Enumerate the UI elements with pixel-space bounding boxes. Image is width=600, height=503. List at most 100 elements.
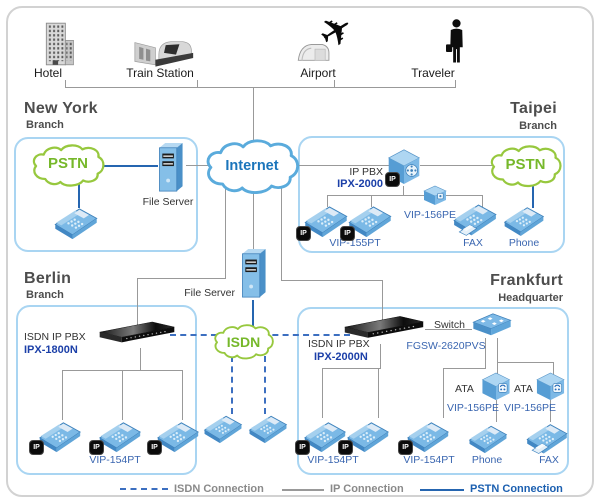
phone-icon-frankfurt [469, 425, 507, 454]
ip-badge: IP [385, 172, 400, 187]
line-airport-stub [334, 80, 335, 87]
airport-label: Airport [300, 66, 336, 80]
line-down-to-berlin-pbx [137, 278, 138, 325]
file-server-label-core: File Server [184, 287, 235, 299]
berlin-subheading: Branch [26, 289, 64, 301]
line-pstn-ny-to-server [100, 165, 158, 167]
line-switch-to-ata1 [497, 338, 498, 376]
line-frankfurt-bus [322, 368, 381, 369]
file-server-icon-core [241, 248, 267, 298]
ata-icon-1 [481, 372, 511, 401]
line-pbx-to-switch [425, 329, 472, 330]
isdn-ip-pbx-label-frankfurt: ISDN IP PBX [308, 338, 370, 350]
legend-pstn-label: PSTN Connection [470, 483, 563, 495]
diagram-border [6, 6, 594, 497]
ata-model-label-2: VIP-156PE [504, 402, 556, 414]
line-hotel-stub [65, 80, 66, 87]
phone-icon-taipei [504, 207, 544, 237]
phone-label-frankfurt: Phone [471, 454, 503, 466]
line-internet-right-drop [281, 186, 282, 281]
isdn-ip-pbx-model-frankfurt: IPX-2000N [314, 351, 368, 363]
ata-label-1: ATA [455, 383, 474, 395]
ip-badge: IP [338, 440, 353, 455]
gateway-icon-vip156pe [423, 185, 447, 206]
line-ippbx-drop [403, 186, 404, 196]
ip-pbx-model: IPX-2000 [337, 178, 383, 190]
isdn-dash-phone-left [231, 356, 233, 414]
line-top-to-internet [253, 87, 254, 150]
switch-icon [472, 313, 512, 336]
ip-badge: IP [398, 440, 413, 455]
taipei-branch-box [298, 136, 565, 253]
switch-label: Switch [434, 319, 465, 331]
line-elbow-to-frankfurt [281, 280, 383, 281]
ip-badge: IP [340, 226, 355, 241]
ip-phone-icon-berlin-1 [39, 422, 81, 453]
gateway-model-label: VIP-156PE [404, 209, 456, 221]
new-york-heading: New York [24, 100, 98, 117]
pstn-cloud-new-york: PSTN [30, 144, 106, 187]
phone-icon-isdn-2 [249, 415, 287, 444]
line-taipei-fax-stub [482, 195, 483, 214]
ip-badge: IP [147, 440, 162, 455]
line-taipei-phone1-stub [327, 195, 328, 207]
legend-ip-label: IP Connection [330, 483, 404, 495]
line-pstn-ny-to-phone [78, 176, 80, 208]
line-internet-center-drop [253, 190, 254, 252]
ip-badge: IP [296, 226, 311, 241]
line-frankfurt-phone3-stub [443, 368, 444, 418]
traveler-icon [446, 19, 463, 63]
line-frankfurt-phone2-stub [378, 368, 379, 418]
traveler-label: Traveler [411, 66, 455, 80]
line-train-stub [197, 80, 198, 87]
taipei-subheading: Branch [519, 120, 557, 132]
phone-icon-isdn-1 [204, 415, 242, 444]
taipei-heading: Taipei [510, 100, 557, 117]
hotel-label: Hotel [33, 66, 62, 80]
ip-pbx-label: IP PBX [349, 166, 383, 178]
line-to-ata2 [553, 362, 554, 376]
train-station-icon [134, 41, 194, 67]
isdn-ip-pbx-icon-berlin [99, 321, 175, 343]
ip-phone-icon-berlin-2 [99, 422, 141, 453]
line-berlin-phone3-stub [182, 370, 183, 420]
legend-isdn-line-sample [120, 488, 168, 490]
line-taipei-bus [327, 195, 483, 196]
legend-isdn-label: ISDN Connection [174, 483, 264, 495]
legend-pstn-line-sample [420, 489, 464, 491]
frankfurt-headquarter-box [297, 307, 569, 475]
berlin-branch-box [16, 305, 197, 475]
line-coreserver-to-isdn [252, 300, 254, 328]
line-taipei-phone2-stub [371, 195, 372, 207]
ata-label-2: ATA [514, 383, 533, 395]
ip-badge: IP [89, 440, 104, 455]
phone-label-taipei: Phone [508, 237, 540, 249]
line-elbow-to-berlin [137, 278, 226, 279]
file-server-icon-ny [158, 142, 184, 192]
line-internet-to-ippbx [297, 165, 392, 166]
ata-icon-2 [536, 372, 565, 401]
line-down-to-frankfurt-pbx [382, 280, 383, 320]
line-top-bus [65, 87, 456, 88]
line-ippbx-to-pstn-taipei [420, 165, 505, 166]
line-frankfurt-phone1-stub [322, 368, 323, 418]
ip-phone-model-frankfurt-1: VIP-154PT [307, 454, 359, 466]
isdn-ip-pbx-label-berlin: ISDN IP PBX [24, 331, 86, 343]
file-server-label-ny: File Server [142, 196, 194, 208]
line-pstn-taipei-to-phone [532, 178, 534, 208]
new-york-branch-box [14, 137, 198, 252]
line-traveler-stub [455, 80, 456, 87]
fax-icon-frankfurt [524, 418, 570, 456]
fax-label-taipei: FAX [463, 237, 483, 249]
ip-phone-model-taipei: VIP-155PT [329, 237, 381, 249]
line-server-to-internet [186, 165, 218, 166]
train-station-label: Train Station [126, 66, 194, 80]
line-frankfurt-pbx-drop [380, 344, 381, 368]
fax-label-frankfurt: FAX [539, 454, 559, 466]
isdn-ip-pbx-model-berlin: IPX-1800N [24, 344, 78, 356]
line-switch-elbow-right [497, 362, 554, 363]
line-berlin-phone1-stub [62, 370, 63, 420]
line-ata1-to-phone [496, 400, 497, 422]
ip-phone-model-berlin: VIP-154PT [89, 454, 141, 466]
frankfurt-heading: Frankfurt [490, 272, 563, 289]
